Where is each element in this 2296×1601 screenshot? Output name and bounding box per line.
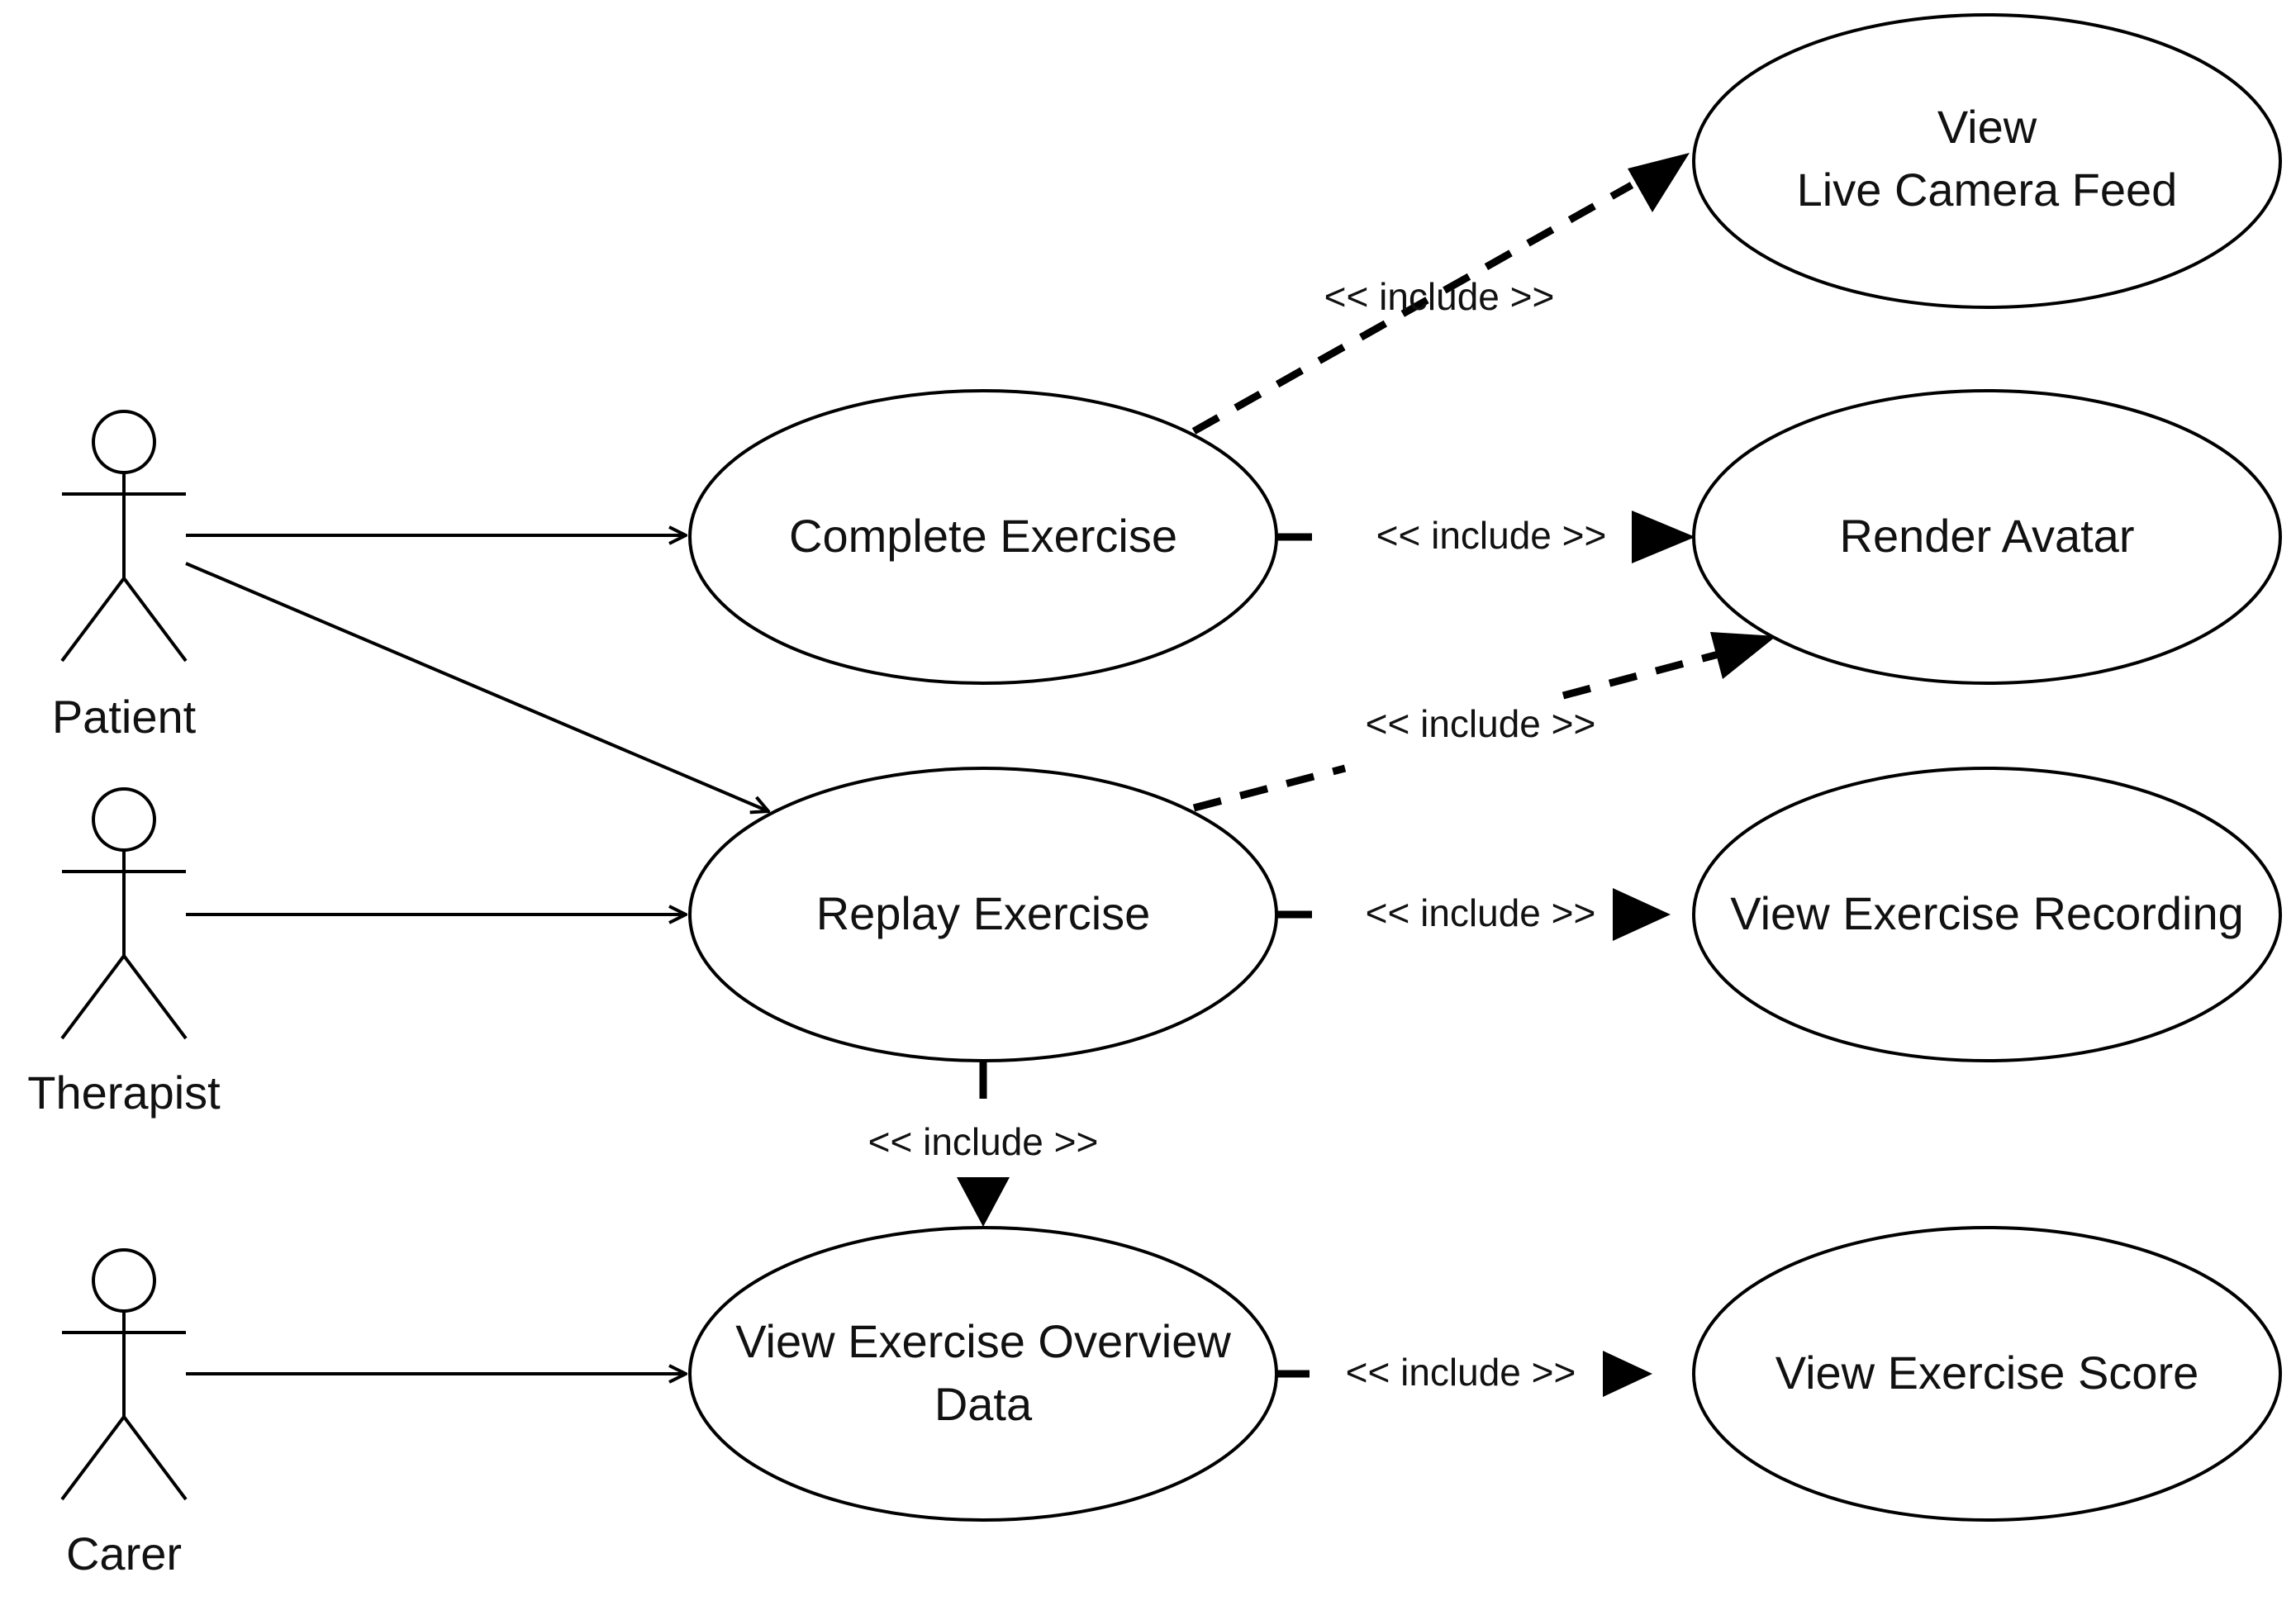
use-cases: Complete Exercise Replay Exercise View E…	[688, 13, 2282, 1522]
use-case-label: View Exercise Score	[1775, 1347, 2199, 1399]
use-case-label: Live Camera Feed	[1797, 164, 2178, 216]
include-arrowhead	[1613, 888, 1671, 941]
include-label: << include >>	[1324, 275, 1555, 318]
associations	[185, 535, 768, 1374]
include-label: << include >>	[1346, 1351, 1576, 1394]
use-case-view-exercise-recording: View Exercise Recording	[1692, 767, 2282, 1062]
include-label: << include >>	[1366, 702, 1596, 745]
include-replay-to-overview: << include >>	[868, 1062, 1099, 1227]
stick-figure-icon	[60, 787, 188, 1040]
include-replay-to-recording: << include >>	[1276, 888, 1671, 941]
actor-patient: Patient	[52, 410, 197, 743]
stick-figure-icon	[60, 410, 188, 663]
use-case-label: View	[1937, 101, 2037, 153]
include-overview-to-score: << include >>	[1276, 1351, 1652, 1397]
actor-carer: Carer	[60, 1248, 188, 1580]
use-case-view-live-camera-feed: View Live Camera Feed	[1692, 13, 2282, 309]
actor-label: Therapist	[27, 1067, 221, 1119]
use-case-view-exercise-overview-data: View Exercise Overview Data	[688, 1226, 1278, 1522]
include-arrowhead	[1632, 511, 1695, 563]
use-case-label: Render Avatar	[1840, 510, 2135, 562]
use-case-replay-exercise: Replay Exercise	[688, 767, 1278, 1062]
use-case-label: View Exercise Overview	[735, 1315, 1231, 1367]
use-case-render-avatar: Render Avatar	[1692, 389, 2282, 685]
use-case-label: Replay Exercise	[816, 887, 1151, 939]
stick-figure-icon	[60, 1248, 188, 1501]
include-arrowhead	[1628, 153, 1690, 212]
actor-therapist: Therapist	[27, 787, 221, 1119]
include-relationships: << include >> << include >> << include >…	[868, 153, 1776, 1397]
include-complete-to-camera: << include >>	[1191, 153, 1690, 435]
actor-label: Patient	[52, 691, 197, 743]
include-label: << include >>	[1376, 514, 1607, 557]
include-replay-to-avatar: << include >>	[1192, 632, 1776, 812]
use-case-complete-exercise: Complete Exercise	[688, 389, 1278, 685]
use-case-label: View Exercise Recording	[1730, 887, 2243, 939]
include-label: << include >>	[1366, 891, 1596, 934]
include-label: << include >>	[868, 1120, 1099, 1163]
include-arrowhead	[1603, 1351, 1652, 1397]
use-case-label: Complete Exercise	[789, 510, 1177, 562]
association-patient-replay	[185, 562, 768, 811]
use-case-view-exercise-score: View Exercise Score	[1692, 1226, 2282, 1522]
include-arrowhead	[1710, 632, 1776, 679]
actor-label: Carer	[66, 1527, 182, 1580]
actors: Patient Therapist Carer	[27, 410, 221, 1580]
include-arrowhead	[957, 1177, 1010, 1227]
include-complete-to-avatar: << include >>	[1276, 511, 1695, 563]
use-case-label: Data	[934, 1378, 1033, 1430]
